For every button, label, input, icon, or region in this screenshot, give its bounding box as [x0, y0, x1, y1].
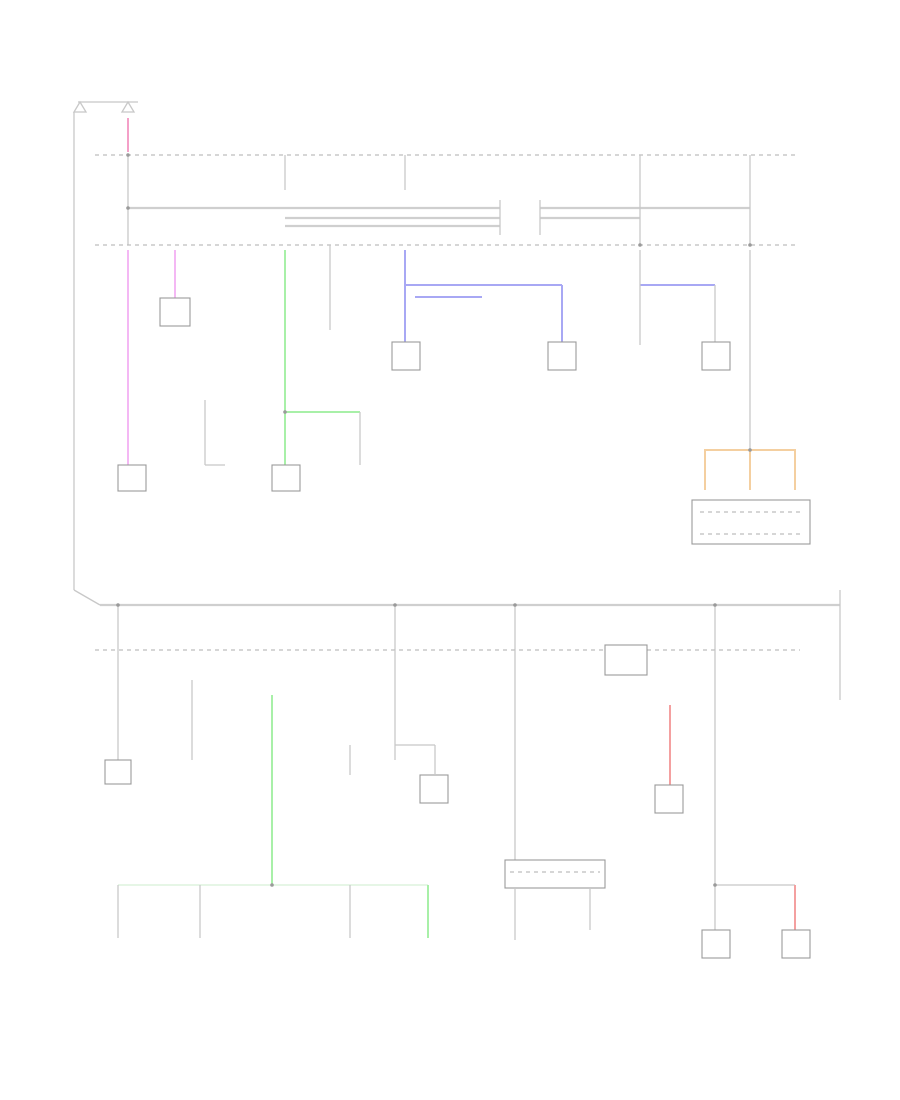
lamp-2 — [781, 929, 811, 959]
blower-motor-2 — [547, 341, 577, 371]
main-relay-top — [72, 100, 138, 590]
generator — [204, 400, 225, 466]
connector-left-1 — [117, 464, 147, 492]
lamp-1 — [701, 929, 731, 959]
transmission-sensor — [654, 784, 684, 814]
instrument-cluster — [691, 499, 811, 545]
relay-box-2 — [604, 644, 648, 676]
lower-power-bus — [73, 589, 841, 930]
connector-lower-1 — [104, 759, 132, 785]
upper-power-bus — [95, 154, 795, 246]
sensor-right — [701, 341, 731, 371]
junction-nodes — [116, 153, 752, 887]
connector-green-1 — [271, 464, 301, 492]
switch-assembly — [504, 859, 606, 889]
blower-motor-1 — [391, 341, 421, 371]
relay-box-1 — [159, 297, 191, 327]
connector-lower-2 — [419, 774, 449, 804]
